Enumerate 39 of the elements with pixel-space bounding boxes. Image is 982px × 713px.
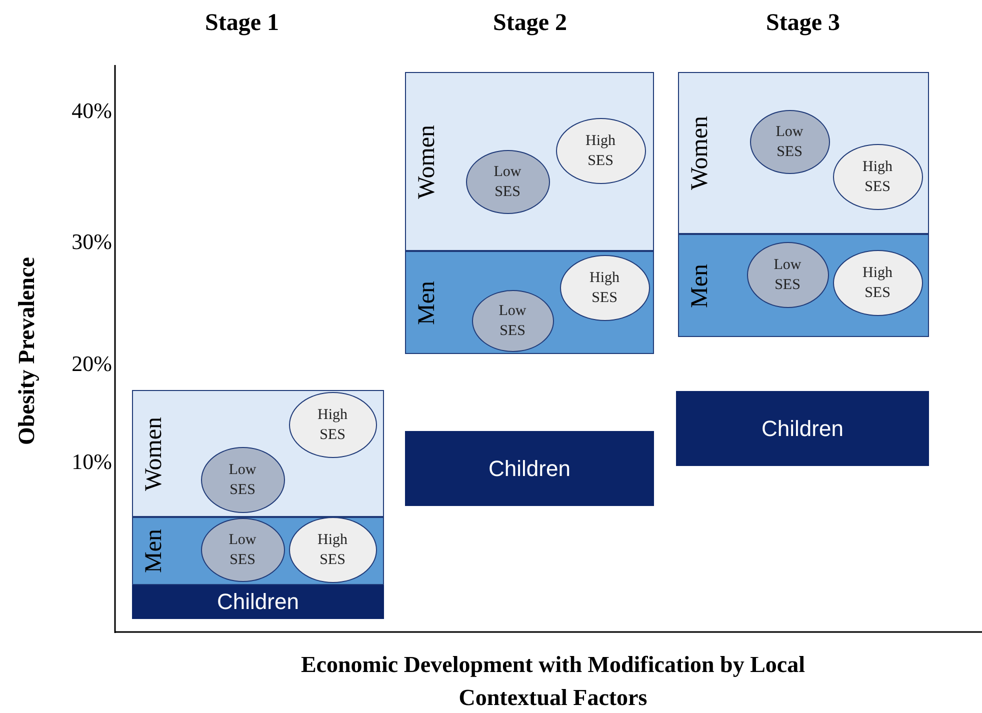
- ses-label: Low SES: [228, 530, 258, 570]
- group-label: Men: [414, 280, 441, 324]
- children-bar: [405, 431, 654, 506]
- men-band: [132, 517, 384, 585]
- axis-title: Economic Development with Modification by Local Contextual Factors: [300, 651, 806, 712]
- ses-label: Low SES: [498, 302, 528, 340]
- axis-tick-label: 10%: [70, 449, 112, 475]
- ses-label: High SES: [316, 406, 348, 444]
- axis-title: Obesity Prevalence: [14, 256, 40, 447]
- stage-heading: Stage 2: [492, 10, 568, 37]
- women-band: [132, 390, 384, 517]
- men-band: [405, 251, 654, 354]
- axis-tick-label: 30%: [70, 229, 112, 255]
- ses-label: High SES: [584, 132, 616, 170]
- stage-heading: Stage 1: [204, 10, 280, 37]
- women-band: [405, 72, 654, 251]
- group-label: Children: [762, 416, 844, 442]
- ses-label: Low SES: [772, 256, 802, 294]
- ses-label: High SES: [862, 158, 894, 196]
- ses-label: High SES: [316, 530, 348, 570]
- children-bar: [676, 391, 929, 466]
- ses-label: Low SES: [492, 162, 522, 202]
- group-label: Children: [488, 456, 570, 482]
- group-label: Women: [687, 116, 714, 190]
- women-band: [678, 72, 929, 234]
- group-label: Women: [414, 124, 441, 199]
- stage-heading: Stage 3: [765, 10, 841, 37]
- group-label: Women: [141, 416, 168, 491]
- group-label: Men: [687, 264, 714, 308]
- group-label: Men: [141, 529, 168, 573]
- group-label: Children: [217, 589, 299, 615]
- children-bar: [132, 585, 384, 619]
- ses-label: Low SES: [228, 460, 258, 500]
- ses-label: High SES: [862, 264, 894, 302]
- ses-label: Low SES: [774, 122, 804, 162]
- men-band: [678, 234, 929, 337]
- axis-tick-label: 40%: [70, 98, 112, 124]
- ses-label: High SES: [588, 268, 620, 308]
- axis-tick-label: 20%: [70, 351, 112, 377]
